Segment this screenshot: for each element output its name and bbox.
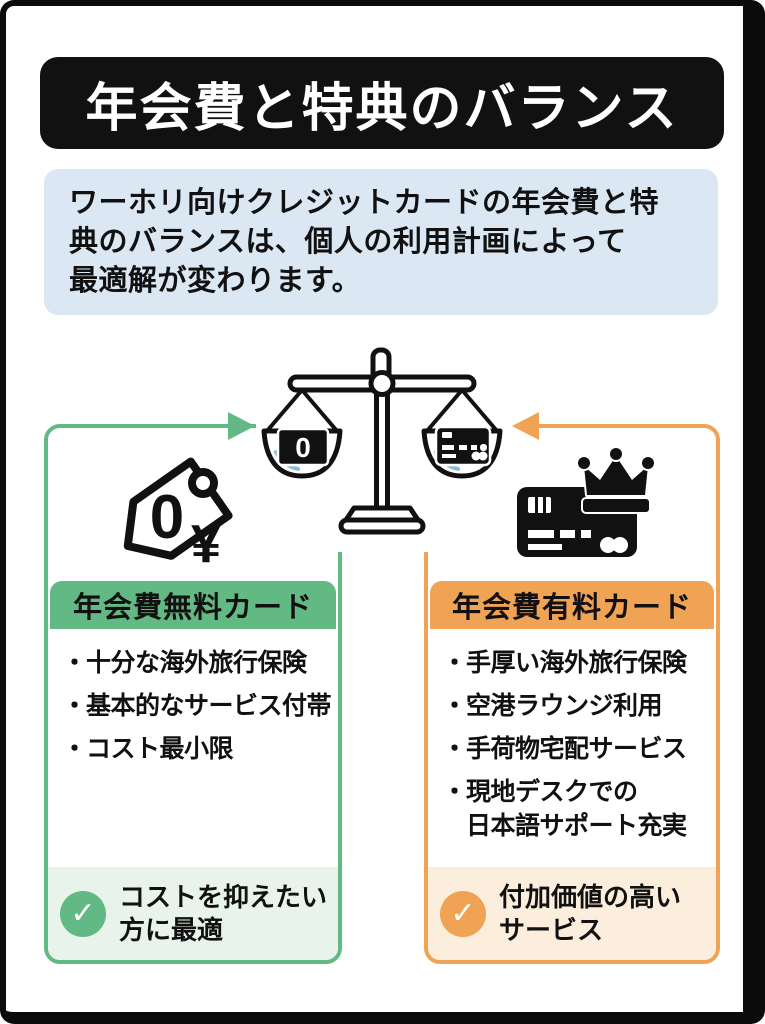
benefit-item-text: 空港ラウンジ利用 <box>466 692 663 720</box>
benefit-item: ・十分な海外旅行保険 <box>62 646 334 680</box>
benefit-item-text: 基本的なサービス付帯 <box>86 692 332 720</box>
check-icon: ✓ <box>60 890 106 937</box>
benefit-item: ・手荷物宅配サービス <box>442 732 712 766</box>
benefit-item-text: 手荷物宅配サービス <box>466 735 687 763</box>
bullet-dot: ・ <box>442 778 467 806</box>
bullet-dot: ・ <box>442 649 467 677</box>
mini-card-icon <box>434 425 492 467</box>
benefit-item: ・手厚い海外旅行保険 <box>442 646 712 680</box>
title-banner: 年会費と特典のバランス <box>40 57 724 149</box>
arrow-right-icon <box>228 412 255 440</box>
card-chip <box>528 497 551 513</box>
benefit-item-text: 現地デスクでの日本語サポート充実 <box>466 778 687 840</box>
balance-scale-icon: 0 <box>261 347 503 535</box>
page-title: 年会費と特典のバランス <box>85 79 679 138</box>
benefit-item: ・現地デスクでの日本語サポート充実 <box>442 775 712 843</box>
paid-panel-footer: ✓ 付加価値の高いサービス <box>428 867 716 960</box>
bullet-dot: ・ <box>62 649 87 677</box>
benefit-list-free: ・十分な海外旅行保険・基本的なサービス付帯・コスト最小限 <box>62 646 334 775</box>
tag-yen-label: ¥ <box>191 514 221 574</box>
arrow-left-icon <box>512 412 539 440</box>
benefit-item-text: 十分な海外旅行保険 <box>86 649 307 677</box>
benefit-item: ・空港ラウンジ利用 <box>442 689 712 723</box>
benefit-item-text: コスト最小限 <box>86 735 234 763</box>
paid-footer-text: 付加価値の高いサービス <box>499 881 682 945</box>
free-card-panel: 0 ¥ 年会費無料カード ・十分な海外旅行保険・基本的なサービス付帯・コスト最小… <box>44 424 342 964</box>
description-box: ワーホリ向けクレジットカードの年会費と特典のバランスは、個人の利用計画によって最… <box>44 169 718 315</box>
zero-plate-label: 0 <box>295 432 311 463</box>
premium-card-icon <box>517 446 656 557</box>
zero-plate: 0 <box>276 427 330 467</box>
bullet-dot: ・ <box>62 735 87 763</box>
bullet-dot: ・ <box>442 692 467 720</box>
paid-panel-header: 年会費有料カード <box>430 581 714 629</box>
crown-icon <box>576 446 656 514</box>
price-tag-icon: 0 ¥ <box>123 457 233 574</box>
benefit-item: ・コスト最小限 <box>62 732 334 766</box>
bullet-dot: ・ <box>442 735 467 763</box>
tag-zero-label: 0 <box>150 483 184 552</box>
paid-card-panel: 年会費有料カード ・手厚い海外旅行保険・空港ラウンジ利用・手荷物宅配サービス・現… <box>424 424 720 964</box>
benefit-item-text: 手厚い海外旅行保険 <box>466 649 687 677</box>
check-icon: ✓ <box>440 890 486 937</box>
benefit-item: ・基本的なサービス付帯 <box>62 689 334 723</box>
description-text: ワーホリ向けクレジットカードの年会費と特典のバランスは、個人の利用計画によって最… <box>69 187 660 297</box>
free-panel-footer: ✓ コストを抑えたい方に最適 <box>48 867 338 960</box>
free-panel-header-label: 年会費無料カード <box>72 592 313 624</box>
paid-panel-header-label: 年会費有料カード <box>451 592 692 624</box>
benefit-list-paid: ・手厚い海外旅行保険・空港ラウンジ利用・手荷物宅配サービス・現地デスクでの日本語… <box>442 646 712 852</box>
bullet-dot: ・ <box>62 692 87 720</box>
free-panel-header: 年会費無料カード <box>50 581 336 629</box>
free-footer-text: コストを抑えたい方に最適 <box>119 881 328 945</box>
tag-hole <box>188 468 218 498</box>
